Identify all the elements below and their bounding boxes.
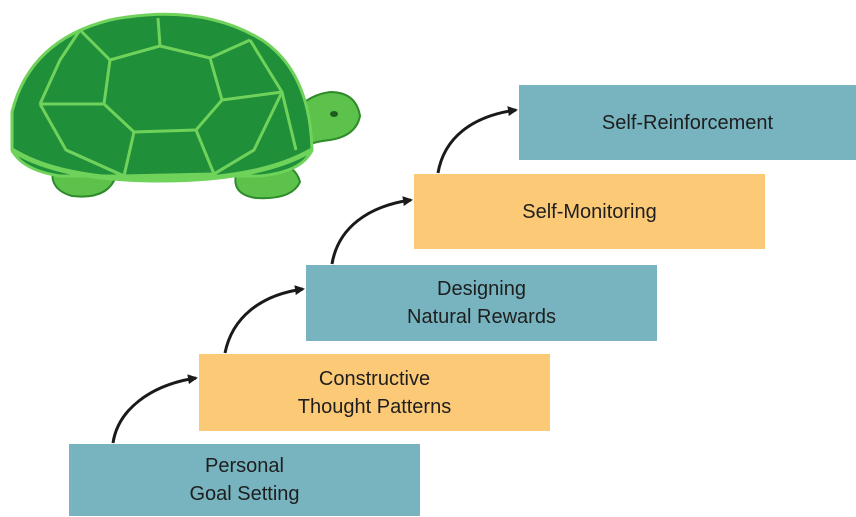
step-label: Self-Monitoring — [522, 200, 657, 223]
step-constructive-thought-patterns: Constructive Thought Patterns — [199, 354, 550, 431]
curved-arrow-icon — [111, 374, 198, 444]
step-label: Self-Reinforcement — [601, 111, 774, 134]
step-self-reinforcement: Self-Reinforcement — [519, 85, 856, 160]
step-designing-natural-rewards: Designing Natural Rewards — [306, 265, 657, 341]
step-personal-goal-setting: Personal Goal Setting — [69, 444, 420, 516]
step-self-monitoring: Self-Monitoring — [414, 174, 765, 249]
curved-arrow-icon — [436, 106, 518, 174]
curved-arrow-icon — [330, 196, 413, 265]
turtle-icon — [10, 12, 362, 200]
curved-arrow-icon — [223, 285, 305, 354]
step-label: Designing Natural Rewards — [407, 278, 556, 328]
step-label: Personal Goal Setting — [189, 455, 300, 505]
step-label: Constructive Thought Patterns — [297, 367, 452, 418]
